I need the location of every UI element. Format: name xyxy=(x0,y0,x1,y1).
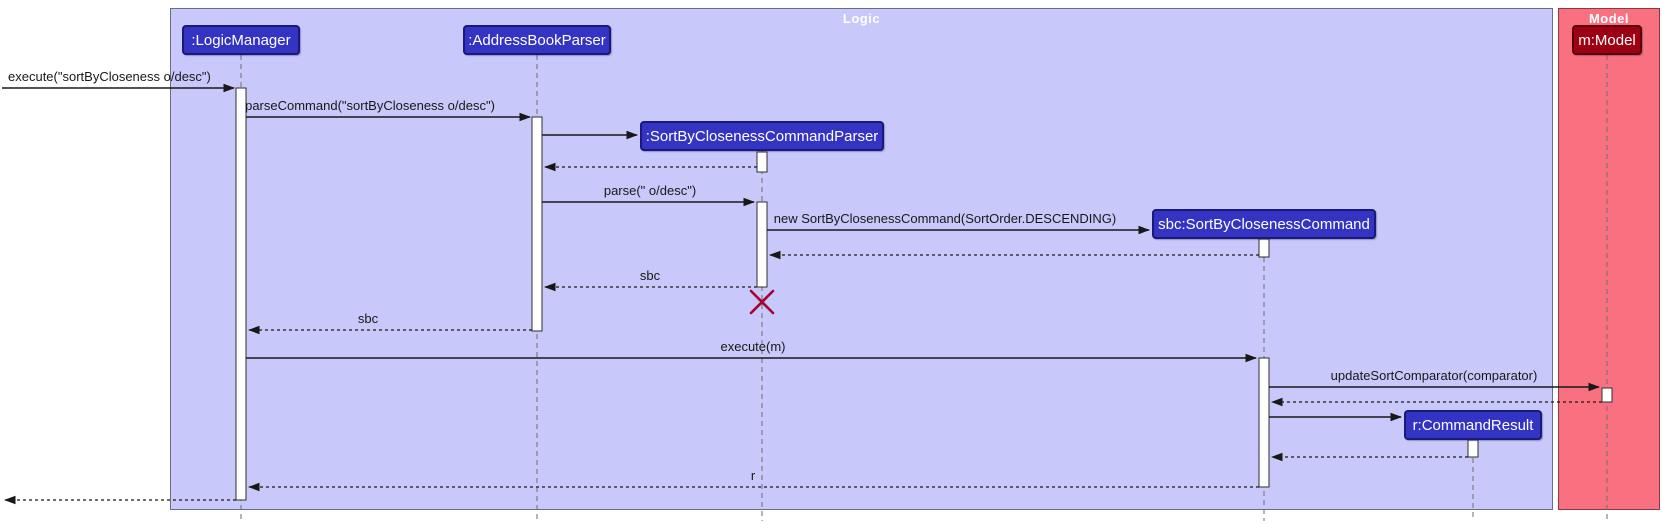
activation-sbc-create xyxy=(1258,238,1270,258)
participant-logic-manager: :LogicManager xyxy=(182,25,300,55)
logic-frame-title: Logic xyxy=(842,11,881,26)
message-label-return-sbc-to-abp: sbc xyxy=(639,268,661,283)
message-label-return-r: r xyxy=(750,468,756,483)
model-frame: Model xyxy=(1558,8,1660,510)
activation-model xyxy=(1601,387,1613,403)
message-label-parse-command: parseCommand("sortByCloseness o/desc") xyxy=(245,98,495,113)
participant-address-book-parser: :AddressBookParser xyxy=(463,25,611,55)
participant-sort-by-closeness-command-parser: :SortByClosenessCommandParser xyxy=(640,121,884,151)
activation-command-result xyxy=(1467,439,1479,458)
message-label-update-sort-comparator: updateSortComparator(comparator) xyxy=(1330,368,1538,383)
message-label-new-command: new SortByClosenessCommand(SortOrder.DES… xyxy=(773,211,1117,226)
model-frame-title: Model xyxy=(1588,11,1630,26)
return-arrows xyxy=(4,162,1602,505)
destroy-x-icon xyxy=(749,289,775,315)
logic-frame: Logic xyxy=(170,8,1553,510)
message-label-execute-found: execute("sortByCloseness o/desc") xyxy=(8,69,211,84)
message-label-return-sbc-to-logic-manager: sbc xyxy=(357,311,379,326)
activation-logic-manager xyxy=(235,87,247,501)
activation-parser-create xyxy=(756,151,768,173)
activation-address-book-parser xyxy=(531,116,543,332)
participant-m-model: m:Model xyxy=(1572,25,1642,55)
activation-bars xyxy=(235,87,1613,501)
participant-r-command-result: r:CommandResult xyxy=(1404,410,1542,440)
activation-sbc-execute xyxy=(1258,357,1270,488)
message-label-execute-m: execute(m) xyxy=(720,339,786,354)
participant-sbc-sort-by-closeness-command: sbc:SortByClosenessCommand xyxy=(1152,209,1376,239)
lifelines xyxy=(240,55,1608,521)
message-label-parse: parse(" o/desc") xyxy=(603,183,697,198)
activation-parser-parse xyxy=(756,201,768,288)
call-arrows xyxy=(2,83,1600,422)
